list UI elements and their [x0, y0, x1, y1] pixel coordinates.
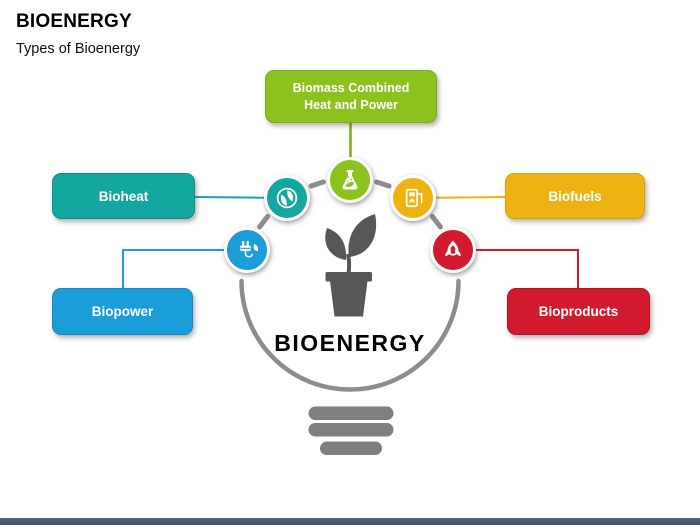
page-title: BIOENERGY — [16, 11, 132, 32]
node-box-biofuels: Biofuels — [505, 173, 645, 219]
connector-bioproducts — [453, 249, 579, 289]
dashed-arc-segment — [257, 214, 271, 230]
diagram-center-label: BIOENERGY — [274, 330, 426, 356]
lightbulb-arc — [239, 278, 461, 392]
node-label: Biopower — [91, 304, 154, 319]
lightbulb-base — [308, 406, 394, 455]
plant-stem — [346, 253, 352, 275]
node-box-biomass-chp: Biomass Combined Heat and Power — [265, 70, 437, 123]
pot-body — [330, 281, 368, 317]
lightbulb-base-line-3 — [320, 441, 382, 455]
node-label: Biomass Combined Heat and Power — [292, 80, 410, 112]
pot-rim — [325, 272, 372, 282]
page-subtitle: Types of Bioenergy — [16, 41, 141, 57]
dashed-arc-segment — [308, 179, 326, 189]
plant-leaf-right — [348, 214, 377, 257]
flask-leaf-icon — [342, 170, 358, 190]
fuel-pump-leaf-icon — [405, 188, 423, 208]
node-circle-biofuels — [390, 175, 436, 221]
eco-flame-icon — [276, 187, 298, 209]
node-label: Bioheat — [98, 188, 149, 204]
node-box-bioproducts: Bioproducts — [507, 288, 650, 335]
bio-flame-icon — [445, 240, 461, 257]
node-label: Bioproducts — [538, 304, 619, 319]
node-box-bioheat: Bioheat — [52, 173, 195, 219]
node-circle-biopower — [224, 227, 270, 273]
node-box-biopower: Biopower — [52, 288, 193, 335]
plant-leaf-left — [325, 228, 347, 260]
plug-leaf-icon — [240, 241, 259, 258]
lightbulb-base-line-2 — [308, 423, 394, 437]
connector-biopower — [122, 249, 247, 289]
plant-in-pot-icon — [325, 214, 377, 317]
lightbulb-base-line-1 — [308, 406, 394, 420]
node-circle-biomass-chp — [327, 157, 373, 203]
dashed-arc-segment — [374, 179, 392, 189]
dashed-arc-segment — [429, 214, 443, 230]
node-label: Biofuels — [548, 188, 602, 204]
node-circle-bioheat — [264, 175, 310, 221]
node-circle-bioproducts — [430, 227, 476, 273]
footer-bar — [0, 518, 700, 525]
dashed-ring — [257, 179, 443, 230]
